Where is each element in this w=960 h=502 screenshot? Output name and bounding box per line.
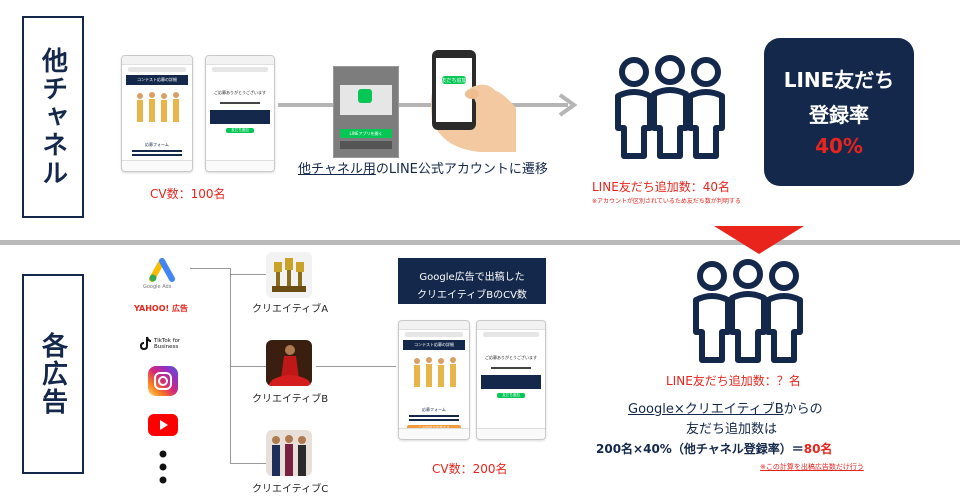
- creative-b-thumbnail: [266, 340, 312, 386]
- calc-line1: Google×クリエイティブBからの: [628, 398, 823, 417]
- transition-text: 他チャネル用のLINE公式アカウントに遷移: [298, 158, 548, 177]
- instagram-icon: [148, 366, 178, 396]
- tree-line: [230, 463, 266, 464]
- lp-phone-mockup: コンテスト応募の詳細 応募フォーム この内容で応募する: [121, 55, 193, 172]
- calc-line1-rest: からの: [783, 402, 823, 417]
- google-ads-icon: [149, 258, 175, 282]
- section-label-text: 各広告: [37, 332, 68, 416]
- transition-suffix: のLINE公式アカウントに遷移: [375, 162, 548, 177]
- friend-count-top: LINE友だち追加数：40名: [592, 180, 731, 194]
- calc-note: ※この計算を出稿広告数だけ行う: [760, 463, 864, 471]
- thanks-phone-mockup: ご応募ありがとうございます 友だち追加: [205, 55, 275, 172]
- cv-count-bottom: CV数：200名: [432, 462, 508, 476]
- lp-phone-mockup: コンテスト応募の詳細 応募フォーム この内容で応募する: [398, 320, 470, 440]
- creative-b-label: クリエイティブB: [252, 394, 329, 405]
- lp-title: コンテスト応募の詳細: [403, 340, 465, 350]
- section-label-other-channel: 他チャネル: [22, 16, 84, 218]
- line-open-dialog: LINEアプリを開く: [333, 66, 399, 158]
- flow-arrow-line: [278, 103, 568, 107]
- form-label: 応募フォーム: [422, 407, 446, 412]
- thanks-text: ご応募ありがとうございます: [485, 355, 537, 360]
- creative-a-thumbnail: [266, 252, 312, 298]
- callout-line1: Google広告で出稿した: [419, 272, 525, 283]
- section-divider: [0, 240, 960, 245]
- people-illustration: [137, 92, 179, 122]
- calc-line3-prefix: 200名×40%（他チャネル登録率）＝: [596, 442, 804, 456]
- thanks-text: ご応募ありがとうございます: [214, 90, 266, 95]
- phone-add-friend-text: 友だち追加: [441, 77, 466, 84]
- rate-box-line1: LINE友だち: [783, 68, 895, 92]
- form-label: 応募フォーム: [145, 142, 169, 147]
- arrow-head-icon: [558, 93, 578, 117]
- people-group-icon: [615, 55, 725, 159]
- registration-rate-box: LINE友だち 登録率 40%: [764, 38, 914, 186]
- google-ads-label: Google Ads: [143, 284, 172, 290]
- friend-count-bottom: LINE友だち追加数：？名: [666, 374, 801, 388]
- cv-count-top: CV数：100名: [150, 187, 226, 201]
- down-arrow-icon: [714, 226, 804, 254]
- calc-line3: 200名×40%（他チャネル登録率）＝80名: [596, 440, 832, 457]
- transition-prefix: 他チャネル用: [298, 162, 376, 177]
- cv-callout-box: Google広告で出稿した クリエイティブBのCV数: [398, 258, 546, 304]
- creative-c-label: クリエイティブC: [252, 484, 329, 495]
- tree-line: [230, 274, 266, 275]
- add-friend-mini-button[interactable]: 友だち追加: [226, 128, 254, 133]
- lp-title: コンテスト応募の詳細: [126, 75, 188, 85]
- tiktok-label: TikTok for Business: [154, 338, 181, 350]
- add-friend-mini-button[interactable]: 友だち追加: [497, 393, 525, 398]
- creative-a-label: クリエイティブA: [252, 304, 329, 315]
- calc-line2: 友だち追加数は: [686, 422, 778, 437]
- youtube-icon: [148, 414, 178, 436]
- tree-line: [230, 366, 266, 367]
- tree-line: [190, 268, 230, 269]
- tree-line: [316, 366, 396, 367]
- tiktok-icon: [140, 336, 152, 350]
- rate-box-line2: 登録率: [809, 103, 869, 127]
- calc-line1-underlined: Google×クリエイティブB: [628, 402, 784, 417]
- creative-c-thumbnail: [266, 430, 312, 476]
- more-platforms-icon: [159, 450, 167, 484]
- people-group-icon: [693, 259, 803, 363]
- callout-line2: クリエイティブBのCV数: [417, 290, 527, 301]
- section-label-text: 他チャネル: [37, 47, 68, 187]
- hand-holding-phone-illustration: 友だち追加: [431, 50, 516, 152]
- calc-line3-value: 80名: [803, 442, 833, 456]
- rate-box-value: 40%: [815, 134, 863, 158]
- friend-count-note: ※アカウントが区別されているため友だち数が判明する: [592, 198, 741, 205]
- line-open-app-button[interactable]: LINEアプリを開く: [340, 129, 392, 138]
- section-label-each-ad: 各広告: [22, 274, 84, 474]
- yahoo-ads-logo: YAHOO! 広告: [134, 304, 188, 313]
- thanks-phone-mockup: ご応募ありがとうございます 友だち追加: [476, 320, 546, 440]
- people-illustration: [414, 357, 456, 387]
